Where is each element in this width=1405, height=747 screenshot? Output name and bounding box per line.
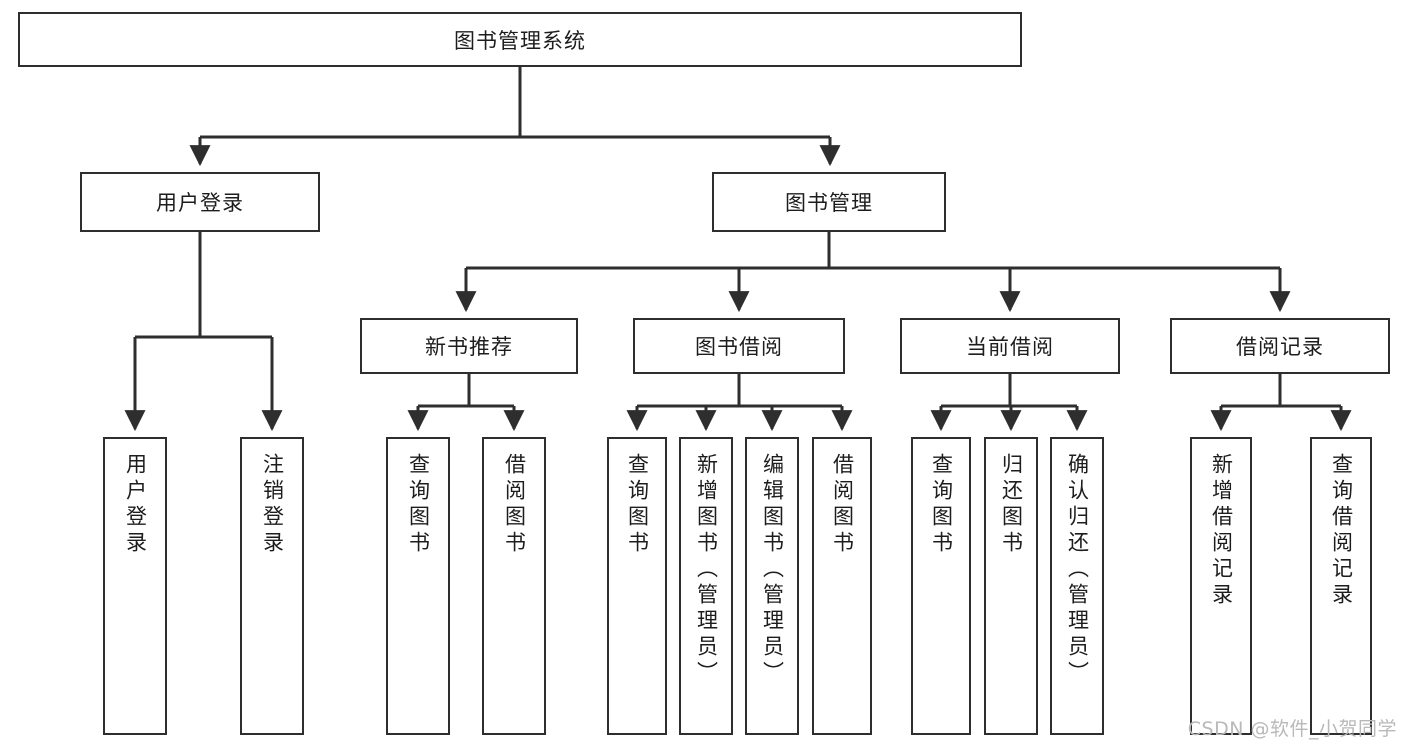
- node-leaf-borrow-book-1[interactable]: 借阅图书: [482, 437, 546, 735]
- node-borrow-record[interactable]: 借阅记录: [1170, 318, 1390, 374]
- watermark: CSDN @软件_小贺同学: [1187, 718, 1397, 740]
- node-leaf-return-book-label: 归还图书: [999, 453, 1024, 557]
- node-user-login[interactable]: 用户登录: [80, 172, 320, 232]
- node-leaf-edit-book[interactable]: 编辑图书（管理员）: [745, 437, 799, 735]
- node-book-manage[interactable]: 图书管理: [712, 172, 946, 232]
- node-leaf-query-record[interactable]: 查询借阅记录: [1310, 437, 1372, 735]
- node-leaf-query-book-1-label: 查询图书: [406, 453, 431, 557]
- node-leaf-query-book-3[interactable]: 查询图书: [911, 437, 971, 735]
- node-leaf-query-book-2-label: 查询图书: [625, 453, 650, 557]
- node-leaf-add-book[interactable]: 新增图书（管理员）: [679, 437, 733, 735]
- node-leaf-user-login[interactable]: 用户登录: [103, 437, 167, 735]
- node-leaf-borrow-book-1-label: 借阅图书: [502, 453, 527, 557]
- node-root[interactable]: 图书管理系统: [18, 12, 1022, 67]
- node-current-borrow-label: 当前借阅: [966, 335, 1054, 359]
- node-leaf-add-book-label: 新增图书（管理员）: [694, 453, 719, 687]
- node-leaf-add-record[interactable]: 新增借阅记录: [1190, 437, 1252, 735]
- node-leaf-query-book-2[interactable]: 查询图书: [607, 437, 667, 735]
- node-leaf-logout-label: 注销登录: [260, 453, 285, 557]
- node-leaf-edit-book-label: 编辑图书（管理员）: [760, 453, 785, 687]
- node-borrow-record-label: 借阅记录: [1236, 335, 1324, 359]
- node-leaf-logout[interactable]: 注销登录: [240, 437, 304, 735]
- node-new-book-recommend[interactable]: 新书推荐: [360, 318, 578, 374]
- node-current-borrow[interactable]: 当前借阅: [900, 318, 1120, 374]
- node-root-label: 图书管理系统: [454, 28, 586, 53]
- node-leaf-borrow-book-2-label: 借阅图书: [830, 453, 855, 557]
- node-leaf-confirm-return-label: 确认归还（管理员）: [1065, 453, 1090, 687]
- node-leaf-confirm-return[interactable]: 确认归还（管理员）: [1050, 437, 1104, 735]
- node-leaf-user-login-label: 用户登录: [123, 453, 148, 557]
- node-new-book-recommend-label: 新书推荐: [425, 335, 513, 359]
- node-leaf-return-book[interactable]: 归还图书: [984, 437, 1038, 735]
- node-book-manage-label: 图书管理: [785, 191, 873, 215]
- node-book-borrow[interactable]: 图书借阅: [633, 318, 845, 374]
- node-leaf-add-record-label: 新增借阅记录: [1209, 453, 1234, 609]
- node-leaf-query-record-label: 查询借阅记录: [1329, 453, 1354, 609]
- node-leaf-query-book-3-label: 查询图书: [929, 453, 954, 557]
- node-leaf-query-book-1[interactable]: 查询图书: [386, 437, 450, 735]
- node-user-login-label: 用户登录: [156, 191, 244, 215]
- node-leaf-borrow-book-2[interactable]: 借阅图书: [812, 437, 872, 735]
- node-book-borrow-label: 图书借阅: [695, 335, 783, 359]
